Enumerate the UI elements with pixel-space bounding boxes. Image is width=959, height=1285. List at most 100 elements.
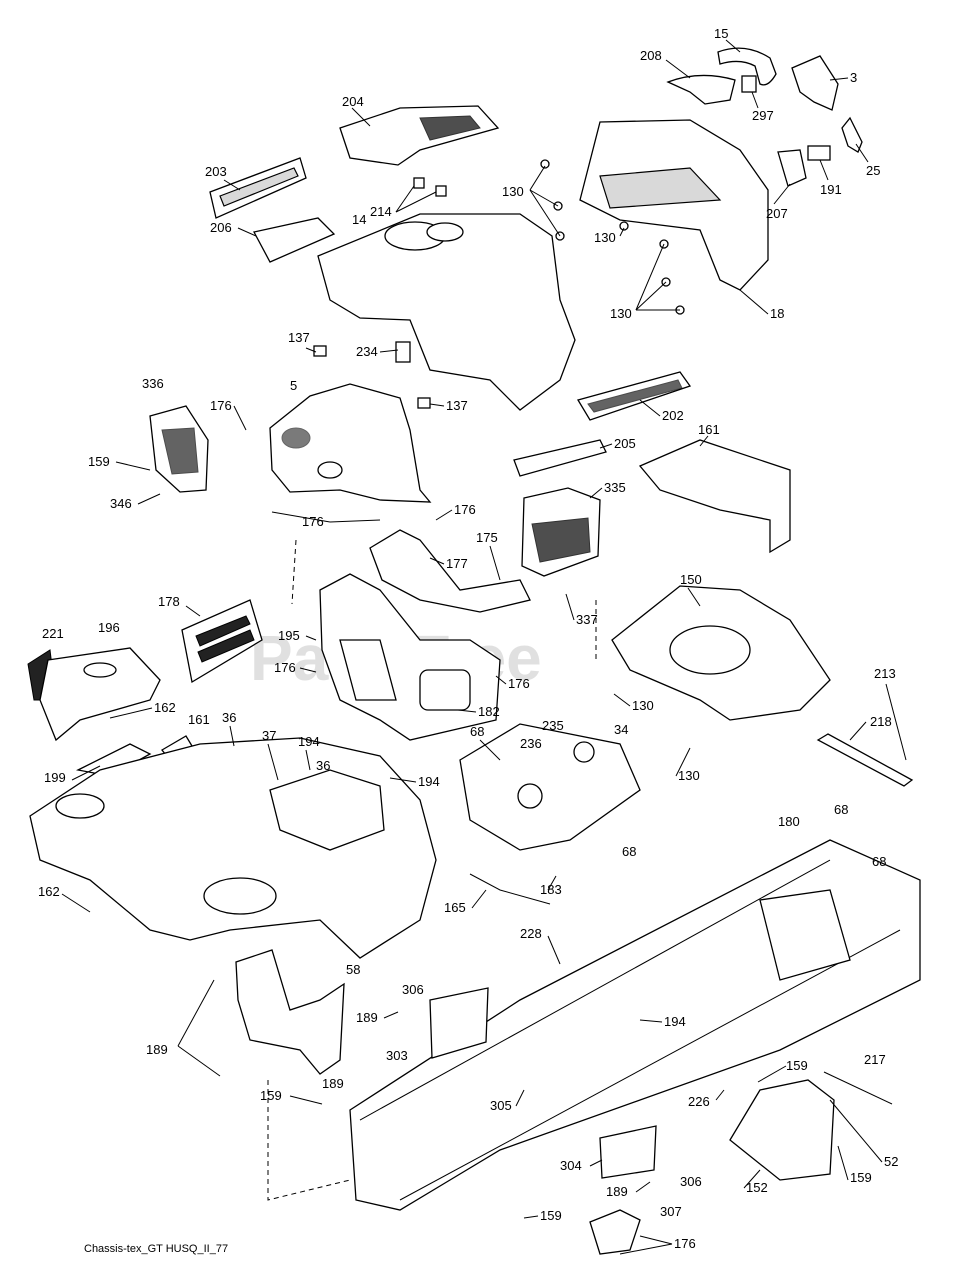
part-5-dash xyxy=(269,383,432,503)
label-175: 175 xyxy=(476,530,498,545)
part-304-plate xyxy=(599,1125,657,1179)
label-228: 228 xyxy=(520,926,542,941)
label-214: 214 xyxy=(370,204,392,219)
label-337: 337 xyxy=(576,612,598,627)
label-180: 180 xyxy=(778,814,800,829)
label-306a: 306 xyxy=(402,982,424,997)
part-15-handle-trim xyxy=(717,47,777,86)
label-189d: 189 xyxy=(606,1184,628,1199)
label-178: 178 xyxy=(158,594,180,609)
part-180-frame xyxy=(349,839,921,1211)
label-130e: 130 xyxy=(678,768,700,783)
label-161a: 161 xyxy=(698,422,720,437)
label-162b: 162 xyxy=(38,884,60,899)
label-194b: 194 xyxy=(418,774,440,789)
part-165-rod xyxy=(469,873,551,905)
label-159a: 159 xyxy=(88,454,110,469)
part-204-hood-panel xyxy=(339,105,500,166)
label-195: 195 xyxy=(278,628,300,643)
label-34: 34 xyxy=(614,722,628,737)
part-161-bracket-upper xyxy=(638,439,791,554)
label-159c: 159 xyxy=(260,1088,282,1103)
part-191-clip xyxy=(807,145,831,161)
part-203-grille xyxy=(209,157,307,219)
label-18: 18 xyxy=(770,306,784,321)
label-25: 25 xyxy=(866,163,880,178)
label-297: 297 xyxy=(752,108,774,123)
label-303: 303 xyxy=(386,1048,408,1063)
part-37-fender xyxy=(29,737,437,959)
label-137a: 137 xyxy=(288,330,310,345)
label-203: 203 xyxy=(205,164,227,179)
part-206-panel xyxy=(253,217,336,263)
label-221: 221 xyxy=(42,626,64,641)
part-137-clip-b xyxy=(417,397,431,409)
label-335: 335 xyxy=(604,480,626,495)
leader-lines xyxy=(61,39,907,1255)
part-152-footrest xyxy=(729,1079,835,1181)
label-165: 165 xyxy=(444,900,466,915)
label-206: 206 xyxy=(210,220,232,235)
part-297-clip xyxy=(741,75,757,93)
label-159d: 159 xyxy=(850,1170,872,1185)
label-159e: 159 xyxy=(540,1208,562,1223)
label-217: 217 xyxy=(864,1052,886,1067)
label-226: 226 xyxy=(688,1094,710,1109)
label-236: 236 xyxy=(520,736,542,751)
label-130b: 130 xyxy=(594,230,616,245)
label-36b: 36 xyxy=(316,758,330,773)
label-58: 58 xyxy=(346,962,360,977)
part-34-plate xyxy=(459,723,641,851)
label-189c: 189 xyxy=(322,1076,344,1091)
label-3: 3 xyxy=(850,70,857,85)
label-36a: 36 xyxy=(222,710,236,725)
label-336: 336 xyxy=(142,376,164,391)
label-199: 199 xyxy=(44,770,66,785)
label-177: 177 xyxy=(446,556,468,571)
part-205-strip xyxy=(513,439,607,477)
label-307: 307 xyxy=(660,1204,682,1219)
label-235: 235 xyxy=(542,718,564,733)
label-152: 152 xyxy=(746,1180,768,1195)
label-183: 183 xyxy=(540,882,562,897)
part-150-floor-pan xyxy=(611,585,831,721)
label-194c: 194 xyxy=(664,1014,686,1029)
part-3-bracket xyxy=(791,55,839,111)
label-213: 213 xyxy=(874,666,896,681)
label-68d: 68 xyxy=(872,854,886,869)
label-68a: 68 xyxy=(470,724,484,739)
label-176f: 176 xyxy=(674,1236,696,1251)
label-176d: 176 xyxy=(274,660,296,675)
part-25-hook xyxy=(841,116,863,153)
label-52: 52 xyxy=(884,1154,898,1169)
label-14: 14 xyxy=(352,212,366,227)
label-346: 346 xyxy=(110,496,132,511)
part-137-clip-a xyxy=(313,345,327,357)
label-176a: 176 xyxy=(210,398,232,413)
label-204: 204 xyxy=(342,94,364,109)
label-150: 150 xyxy=(680,572,702,587)
label-159b: 159 xyxy=(786,1058,808,1073)
part-58-bracket xyxy=(235,949,345,1075)
label-196: 196 xyxy=(98,620,120,635)
label-176b: 176 xyxy=(454,502,476,517)
part-234-tab xyxy=(395,341,411,363)
part-303-plate xyxy=(429,987,489,1059)
part-18-front-hood xyxy=(579,119,769,291)
part-307-cover xyxy=(589,1209,641,1255)
label-189a: 189 xyxy=(356,1010,378,1025)
label-68b: 68 xyxy=(834,802,848,817)
part-178-grille-plate xyxy=(181,599,263,684)
part-335-side-panel xyxy=(521,487,601,577)
label-130c: 130 xyxy=(610,306,632,321)
part-207-latch xyxy=(777,149,807,187)
label-218: 218 xyxy=(870,714,892,729)
label-15: 15 xyxy=(714,26,728,41)
label-130d: 130 xyxy=(632,698,654,713)
label-205: 205 xyxy=(614,436,636,451)
label-176e: 176 xyxy=(508,676,530,691)
part-182-console xyxy=(319,573,501,741)
callout-labels: 15 208 3 297 204 25 191 207 203 130 214 … xyxy=(38,26,898,1251)
label-182: 182 xyxy=(478,704,500,719)
